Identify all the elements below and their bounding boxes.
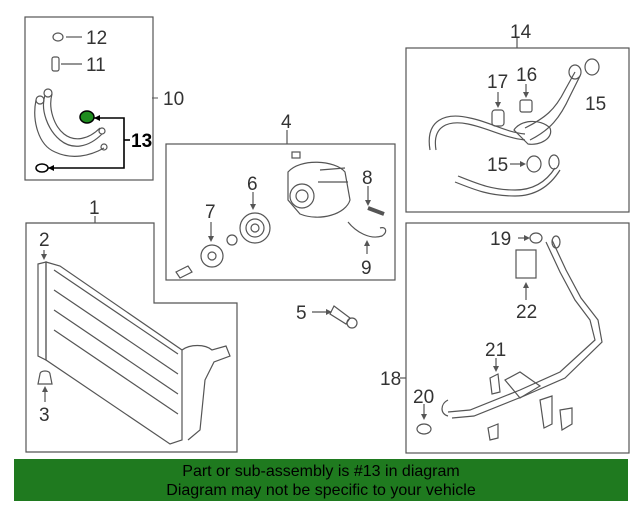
- callout-6: 6: [247, 174, 258, 195]
- condenser-icon: [45, 261, 183, 445]
- cap-17-icon: [491, 109, 505, 127]
- callout-1: 1: [89, 198, 100, 219]
- callout-5: 5: [296, 303, 307, 324]
- callout-2: 2: [39, 230, 50, 251]
- callout-12: 12: [86, 28, 107, 49]
- pulley-6-icon: [239, 212, 271, 244]
- valve-11-icon: [51, 56, 60, 72]
- o-ring-19-icon: [529, 232, 543, 244]
- banner-line-2: Diagram may not be specific to your vehi…: [166, 482, 476, 499]
- bracket-icon: [291, 151, 301, 159]
- hose-upper: [42, 94, 103, 147]
- callout-11: 11: [86, 55, 106, 76]
- bolt-5-icon: [329, 305, 351, 325]
- callout-9: 9: [361, 258, 372, 279]
- callout-14: 14: [510, 22, 532, 43]
- callout-8: 8: [362, 168, 373, 189]
- sensor-9-icon: [347, 221, 387, 238]
- nut-16-icon: [519, 99, 533, 113]
- plate-7-icon: [200, 244, 224, 268]
- callout-21: 21: [485, 340, 506, 361]
- hose-14-icon: [428, 115, 526, 151]
- callout-4: 4: [281, 112, 292, 133]
- o-ring-15-icon: [584, 58, 600, 76]
- pipe-18-icon: [447, 241, 596, 413]
- bolt-icon: [175, 265, 193, 279]
- bracket-3-icon: [37, 370, 53, 385]
- o-ring-13-highlight: [79, 110, 95, 124]
- callout-16: 16: [516, 65, 537, 86]
- info-banner: Part or sub-assembly is #13 in diagram D…: [14, 459, 628, 501]
- callout-3: 3: [39, 405, 50, 426]
- callout-20: 20: [413, 387, 434, 408]
- callout-7: 7: [205, 202, 216, 223]
- callout-13: 13: [131, 131, 152, 152]
- cap-12-icon: [52, 32, 64, 42]
- callout-18: 18: [380, 369, 401, 390]
- valve-22-icon: [515, 249, 537, 279]
- o-ring-15b-icon: [526, 155, 542, 173]
- callout-10: 10: [163, 89, 184, 110]
- callout-22: 22: [516, 302, 537, 323]
- callout-15-top: 15: [585, 94, 606, 115]
- frame-18: [405, 222, 630, 454]
- compressor-icon: [287, 161, 351, 218]
- banner-line-1: Part or sub-assembly is #13 in diagram: [182, 463, 460, 480]
- callout-19: 19: [490, 229, 511, 250]
- frame-4: [165, 143, 396, 281]
- callout-17: 17: [487, 72, 508, 93]
- frame-1: [25, 222, 238, 453]
- o-ring-20-icon: [416, 423, 432, 435]
- callout-15-bottom: 15: [487, 155, 508, 176]
- fitting-21-icon: [489, 373, 501, 395]
- o-ring-13-icon: [35, 163, 49, 173]
